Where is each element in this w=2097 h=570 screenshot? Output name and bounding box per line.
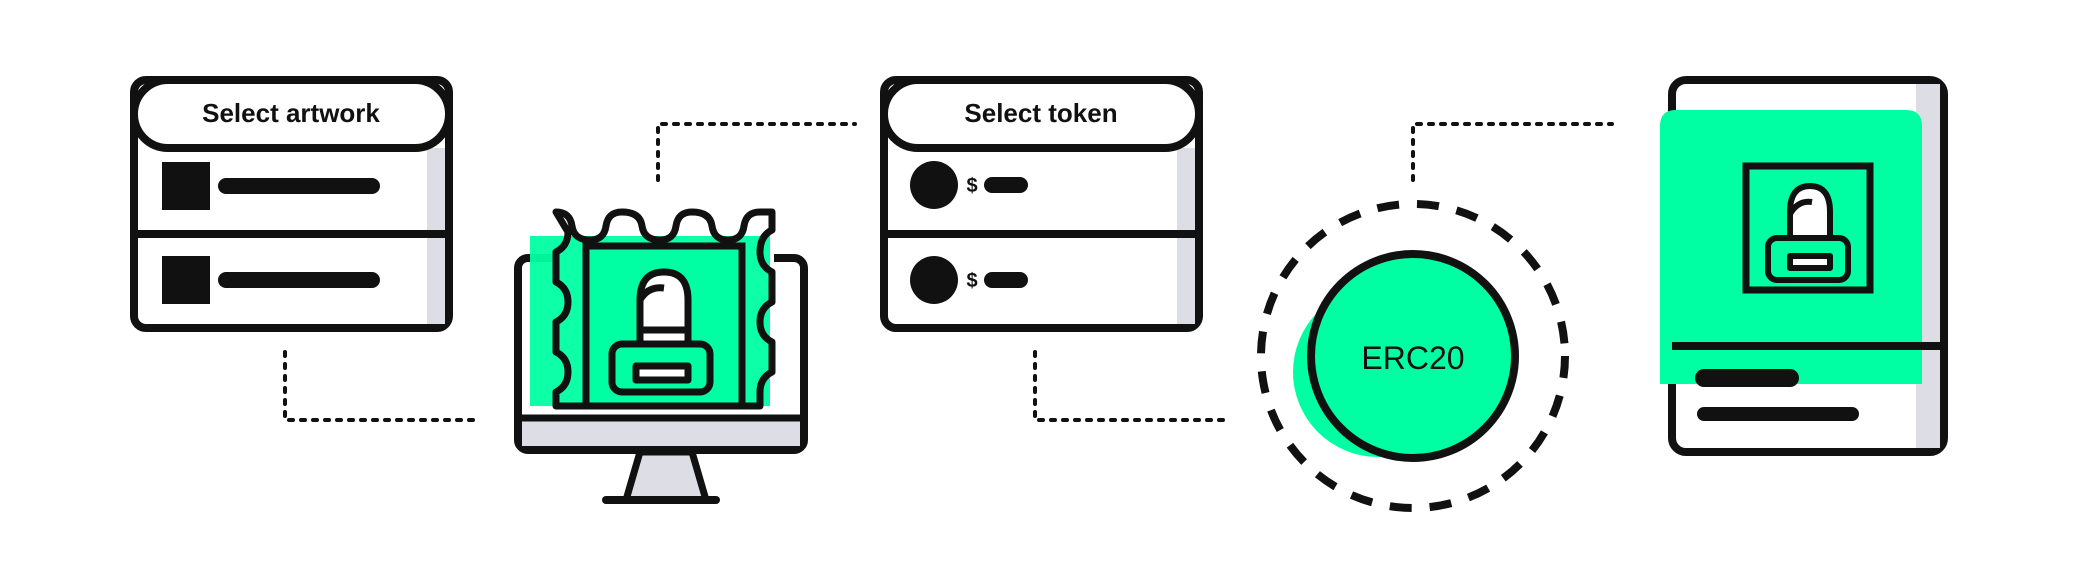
portrait-card-icon [1660,76,1948,456]
erc20-label: ERC20 [1361,340,1464,376]
portrait-figure-icon [1765,183,1851,283]
connector-artwork-to-monitor [283,350,482,422]
select-token-header[interactable] [880,76,1203,152]
artwork-row[interactable] [162,256,380,304]
select-artwork-label: Select artwork [202,98,380,128]
token-row[interactable]: $ [910,256,1028,304]
monitor-stand [622,448,710,504]
coin-dashed-ring [1257,200,1569,512]
connector-monitor-to-token [656,122,857,182]
select-token-label: Select token [964,98,1117,128]
token-currency-symbol: $ [966,270,977,292]
connector-coin-to-card [1411,122,1614,182]
artwork-thumbnail-icon [162,162,210,210]
select-artwork-panel: Select artwork [130,76,453,332]
artwork-row[interactable] [162,162,380,210]
portrait-figure-icon [608,268,714,396]
select-token-panel: Select token $ $ [880,76,1203,332]
artwork-thumbnail-icon [162,256,210,304]
token-row[interactable]: $ [910,161,1028,209]
erc20-coin[interactable] [1307,250,1519,462]
token-coin-icon: ERC20 [1257,200,1569,512]
token-coin-icon [910,161,958,209]
token-currency-symbol: $ [966,175,977,197]
connector-token-to-coin [1033,350,1232,422]
connectors [283,122,1614,422]
monitor-bezel [522,418,800,446]
monitor-stamp-portrait-icon [514,208,808,504]
token-coin-icon [910,256,958,304]
select-artwork-header[interactable] [130,76,453,152]
